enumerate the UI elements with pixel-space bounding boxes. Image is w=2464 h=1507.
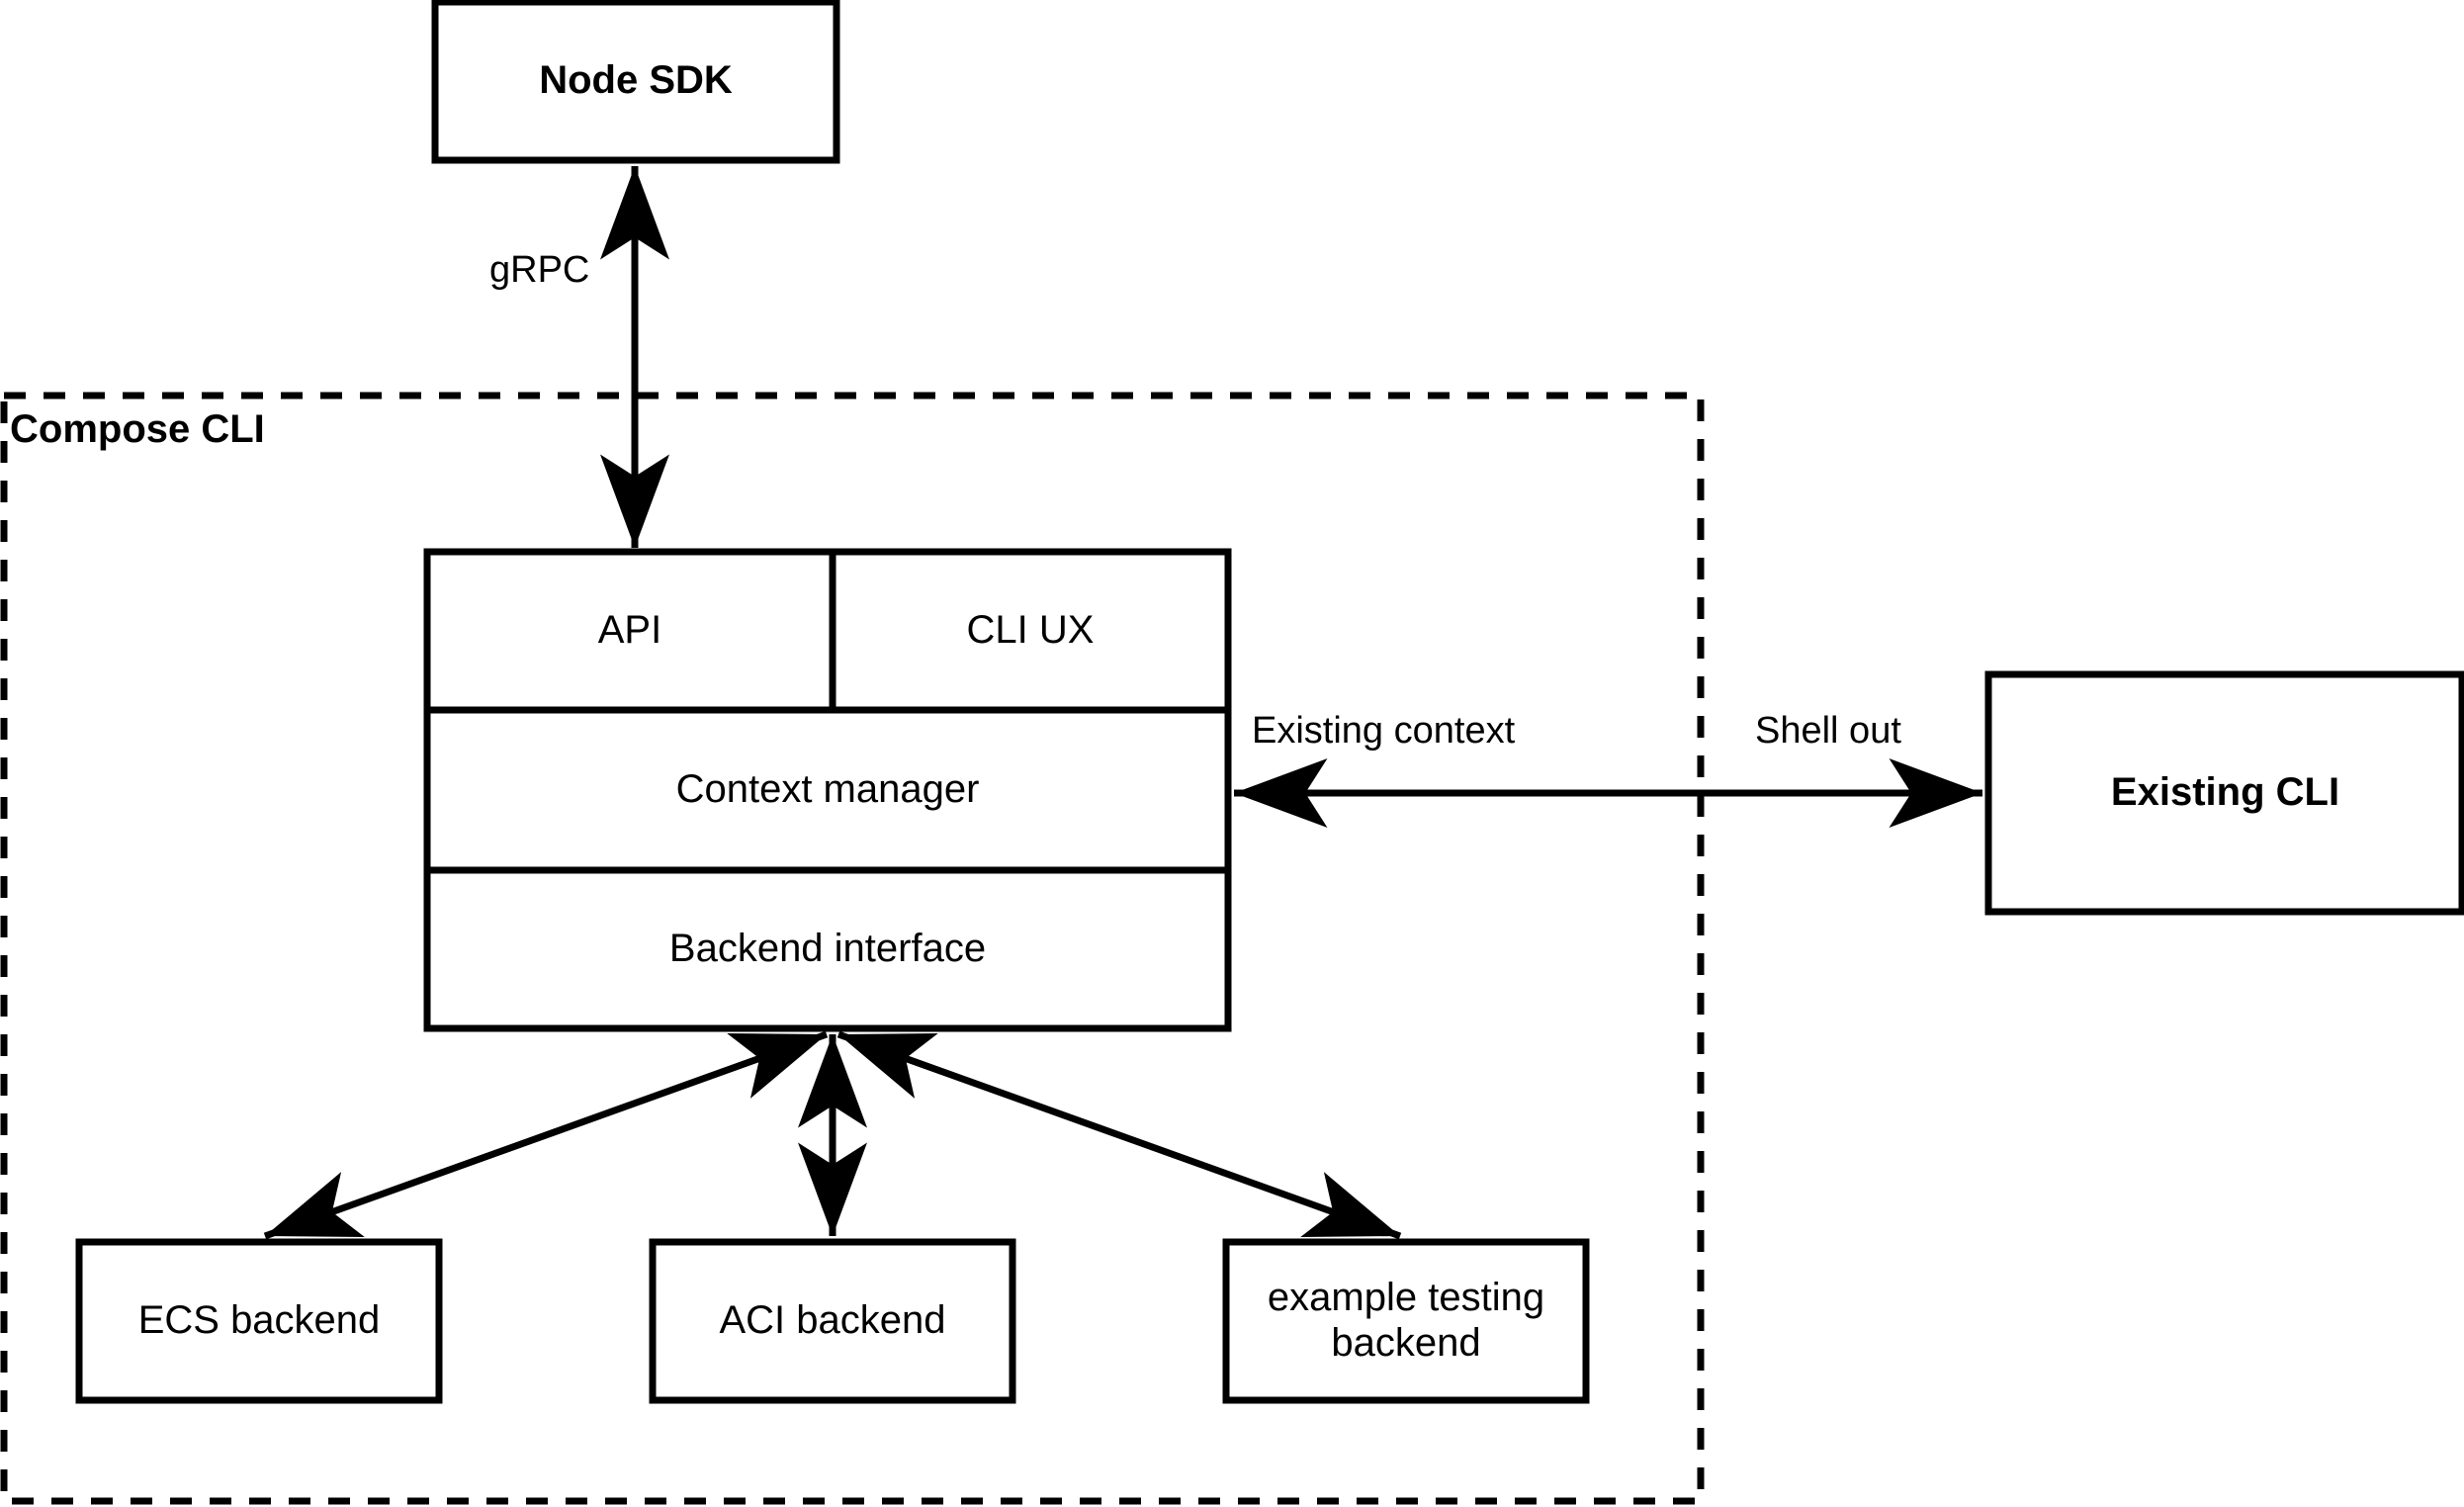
compose-cli-container bbox=[0, 392, 1705, 1505]
compose-cli-container-label: Compose CLI bbox=[10, 407, 265, 451]
compose-stack-box bbox=[423, 548, 1232, 1032]
node-sdk-box bbox=[431, 0, 840, 164]
existing-cli-box bbox=[1984, 670, 2464, 916]
backend-to-example-arrow bbox=[836, 1030, 1402, 1240]
backend-to-ecs-arrow bbox=[263, 1030, 829, 1240]
example-testing-backend-box bbox=[1222, 1238, 1590, 1404]
ecs-backend-box bbox=[75, 1238, 443, 1404]
aci-backend-box bbox=[649, 1238, 1016, 1404]
